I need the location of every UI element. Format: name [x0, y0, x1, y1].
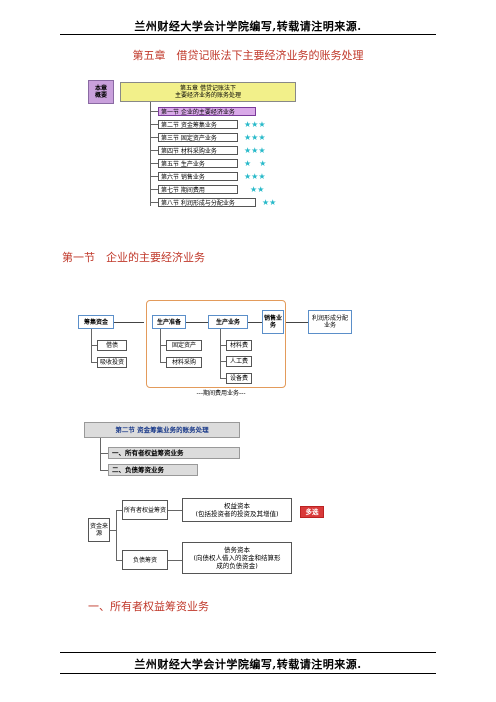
- arrow-line: [186, 322, 208, 323]
- connector-line: [220, 345, 226, 346]
- fund-debt-desc: 债务资本 (向债权人借入的资金和结算形成的负债资金): [182, 542, 292, 574]
- connector-line: [100, 438, 101, 470]
- star-rating: ★★★: [244, 133, 266, 142]
- flow-prep: 生产准备: [152, 315, 186, 329]
- connector-line: [160, 345, 166, 346]
- connector-line: [100, 453, 108, 454]
- arrow-line: [114, 322, 144, 323]
- branch-line: [150, 163, 158, 164]
- flow-loan: 借债: [97, 340, 127, 351]
- branch-line: [150, 150, 158, 151]
- overview-root-line1: 第五章 借贷记账法下: [180, 85, 236, 92]
- branch-line: [150, 176, 158, 177]
- fund-debt-desc-line2: (向债权人借入的资金和结算形成的负债资金): [193, 554, 281, 570]
- connector-line: [160, 362, 166, 363]
- subsection-title: 一、所有者权益筹资业务: [88, 600, 209, 613]
- star-rating: ★★★: [244, 146, 266, 155]
- star-rating: ★★★: [244, 120, 266, 129]
- header-rule: [60, 34, 436, 35]
- branch-line: [150, 137, 158, 138]
- overview-root-line2: 主要经济业务的账务处理: [174, 92, 241, 99]
- flow-sales: 销售业务: [262, 310, 284, 334]
- fund-debt: 负债筹资: [122, 550, 168, 570]
- fund-owner-desc: 权益资本 (包括投资者的投资及其增值): [182, 498, 292, 522]
- overview-label-line2: 概要: [94, 92, 107, 99]
- overview-section-3: 第三节 固定资产业务: [158, 133, 238, 142]
- fund-owner-desc-line2: (包括投资者的投资及其增值): [195, 510, 279, 518]
- business-flow-diagram: 筹集资金 借债 吸收投资 生产准备 固定资产 材料采购 生产业务 材料费 人工费…: [78, 298, 358, 398]
- fund-debt-desc-line1: 债务资本: [224, 546, 250, 554]
- branch-line: [150, 111, 158, 112]
- flow-material: 材料采购: [166, 357, 202, 368]
- connector-line: [220, 329, 221, 379]
- overview-section-1: 第一节 企业的主要经济业务: [158, 107, 256, 116]
- connector-line: [160, 329, 161, 363]
- page-header: 兰州财经大学会计学院编写,转载请注明来源.: [134, 20, 362, 33]
- chapter-overview-diagram: 本章 概要 第五章 借贷记账法下 主要经济业务的账务处理 第一节 企业的主要经济…: [88, 80, 298, 215]
- connector-line: [91, 345, 97, 346]
- star-rating: ★★: [262, 198, 277, 207]
- flow-invest: 吸收投资: [97, 357, 127, 368]
- overview-label: 本章 概要: [88, 80, 114, 104]
- overview-section-7: 第七节 期间费用: [158, 185, 238, 194]
- star-rating: ★★: [250, 185, 265, 194]
- fund-owner-desc-line1: 权益资本: [224, 502, 250, 510]
- section2-item2: 二、负债筹资业务: [108, 464, 198, 476]
- section2-item1: 一、所有者权益筹资业务: [108, 447, 240, 459]
- page-footer: 兰州财经大学会计学院编写,转载请注明来源.: [134, 658, 362, 671]
- arrow-line: [286, 322, 308, 323]
- connector-line: [220, 361, 226, 362]
- section1-title: 第一节 企业的主要经济业务: [62, 251, 205, 264]
- flow-material-cost: 材料费: [226, 340, 252, 351]
- footer-rule-bottom: [60, 673, 436, 674]
- arrow-line: [248, 322, 262, 323]
- flow-period-note: ---期间费用业务---: [196, 390, 246, 397]
- fund-owner-equity: 所有者权益筹资: [122, 500, 168, 520]
- chapter-title: 第五章 借贷记账法下主要经济业务的账务处理: [132, 49, 364, 62]
- overview-section-8: 第八节 利润形成与分配业务: [158, 198, 256, 207]
- fund-source-diagram: 资金来源 所有者权益筹资 负债筹资 权益资本 (包括投资者的投资及其增值) 债务…: [88, 496, 348, 580]
- connector-line: [116, 560, 122, 561]
- multi-choice-badge: 多选: [300, 506, 324, 518]
- overview-section-2: 第二节 资金筹集业务: [158, 120, 238, 129]
- connector-line: [91, 329, 92, 363]
- overview-root: 第五章 借贷记账法下 主要经济业务的账务处理: [120, 82, 296, 102]
- flow-profit: 利润形成分配业务: [308, 310, 352, 334]
- connector-line: [168, 560, 182, 561]
- flow-equipment-cost: 设备费: [226, 373, 252, 384]
- connector-line: [220, 378, 226, 379]
- overview-section-5: 第五节 生产业务: [158, 159, 238, 168]
- overview-label-line1: 本章: [94, 85, 107, 92]
- branch-line: [150, 124, 158, 125]
- overview-trunk: [150, 102, 151, 206]
- connector-line: [110, 530, 116, 531]
- flow-labor-cost: 人工费: [226, 356, 252, 367]
- connector-line: [168, 510, 182, 511]
- branch-line: [150, 189, 158, 190]
- star-rating: ★ ★: [244, 159, 267, 168]
- star-rating: ★★★: [244, 172, 266, 181]
- connector-line: [100, 470, 108, 471]
- flow-production: 生产业务: [208, 315, 248, 329]
- fund-source-root: 资金来源: [88, 518, 110, 542]
- production-frame: [146, 300, 286, 388]
- flow-fundraise: 筹集资金: [78, 315, 114, 329]
- branch-line: [150, 202, 158, 203]
- section2-mindmap: 第二节 资金筹集业务的账务处理 一、所有者权益筹资业务 二、负债筹资业务: [84, 422, 244, 480]
- connector-line: [91, 362, 97, 363]
- flow-fixed-asset: 固定资产: [166, 340, 202, 351]
- connector-line: [116, 510, 117, 560]
- footer-rule: [60, 652, 436, 653]
- overview-section-6: 第六节 销售业务: [158, 172, 238, 181]
- section2-title: 第二节 资金筹集业务的账务处理: [84, 422, 240, 438]
- connector-line: [116, 510, 122, 511]
- overview-section-4: 第四节 材料采购业务: [158, 146, 238, 155]
